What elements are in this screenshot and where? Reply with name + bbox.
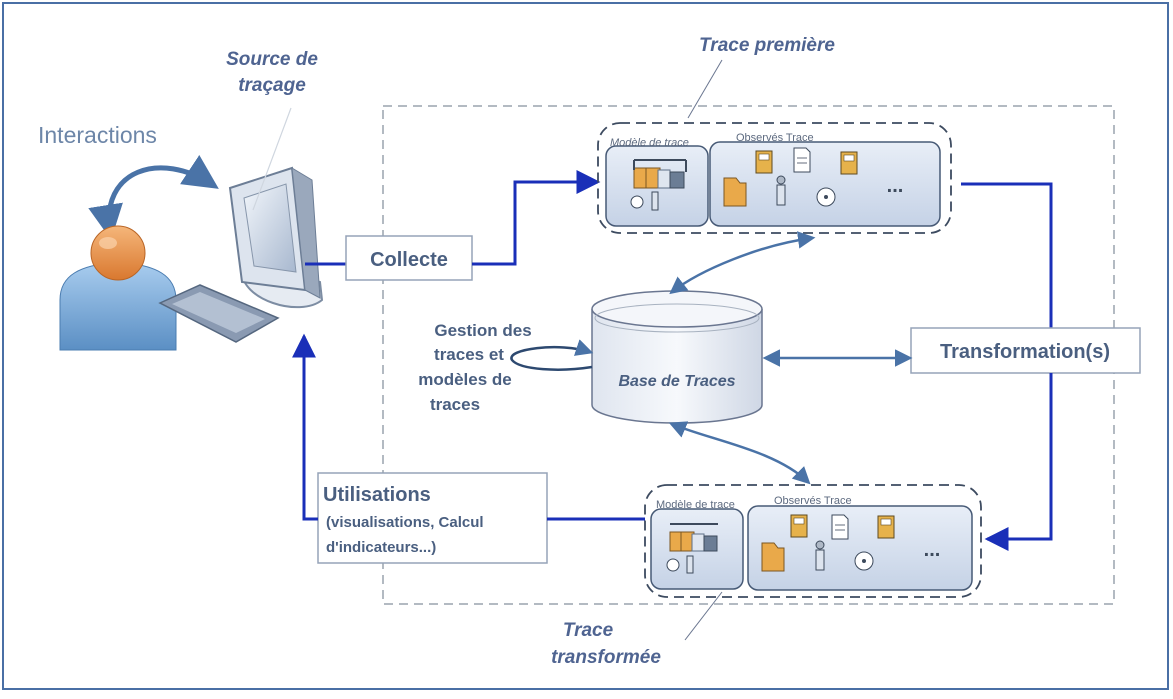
ellipsis-top: ... <box>887 175 904 197</box>
source-label-line1: Source de <box>226 49 318 70</box>
user-icon <box>815 540 825 571</box>
document-icon <box>793 147 811 173</box>
base-traces-label: Base de Traces <box>618 373 735 390</box>
gestion-line4: traces <box>430 395 480 414</box>
interactions-arrow <box>88 154 219 240</box>
transform-in-line <box>961 182 1053 330</box>
folder-icon <box>761 542 785 572</box>
modele-label-top: Modèle de trace <box>610 137 689 149</box>
transform-out-arrow <box>984 373 1053 551</box>
observes-label-bottom: Observés Trace <box>774 495 852 507</box>
disc-icon <box>816 187 836 207</box>
trace-transformee-line2: transformée <box>551 647 661 668</box>
utilisations-line2: (visualisations, Calcul <box>326 514 484 531</box>
utilisations-out-arrow <box>292 333 318 521</box>
folder-icon <box>723 177 747 207</box>
db-trace-premiere-arrow <box>669 231 816 295</box>
person-icon <box>59 225 177 351</box>
modele-label-bottom: Modèle de trace <box>656 499 735 511</box>
db-trace-transformee-arrow <box>668 421 811 485</box>
interactions-label: Interactions <box>38 122 157 148</box>
source-pointer <box>252 107 292 211</box>
user-icon <box>776 175 786 206</box>
trace-transformee-group: Modèle de trace Observés Trace <box>644 484 982 598</box>
folder-icon <box>755 150 773 174</box>
database-icon <box>591 290 763 424</box>
gestion-line3: modèles de <box>418 370 512 389</box>
collecte-label: Collecte <box>370 249 448 271</box>
ellipsis-bottom: ... <box>924 539 941 561</box>
utilisations-box <box>317 472 548 564</box>
source-label-line2: traçage <box>238 75 306 96</box>
utilisations-title: Utilisations <box>323 484 431 506</box>
trace-premiere-pointer <box>687 59 723 119</box>
keyboard-icon <box>158 284 280 343</box>
trace-transformee-pointer <box>684 591 723 641</box>
trace-premiere-group: Modèle de trace Observés Trace <box>597 122 952 234</box>
folder-icon <box>666 523 718 574</box>
gestion-line1: Gestion des <box>434 321 531 340</box>
utilisations-line3: d'indicateurs...) <box>326 539 436 556</box>
folder-icon <box>877 515 895 539</box>
gestion-loop-arrow <box>510 339 594 371</box>
collecte-box <box>345 235 473 281</box>
trace-transformee-line1: Trace <box>563 620 614 641</box>
trace-premiere-label: Trace première <box>699 35 835 56</box>
collecte-out-arrow <box>472 170 601 266</box>
disc-icon <box>854 551 874 571</box>
folder-icon <box>790 514 808 538</box>
transformations-box <box>910 327 1141 374</box>
gestion-line2: traces et <box>434 345 504 364</box>
document-icon <box>831 514 849 540</box>
transformations-label: Transformation(s) <box>940 341 1110 363</box>
folder-icon <box>840 151 858 175</box>
observes-label-top: Observés Trace <box>736 132 814 144</box>
folder-icon <box>630 159 687 211</box>
